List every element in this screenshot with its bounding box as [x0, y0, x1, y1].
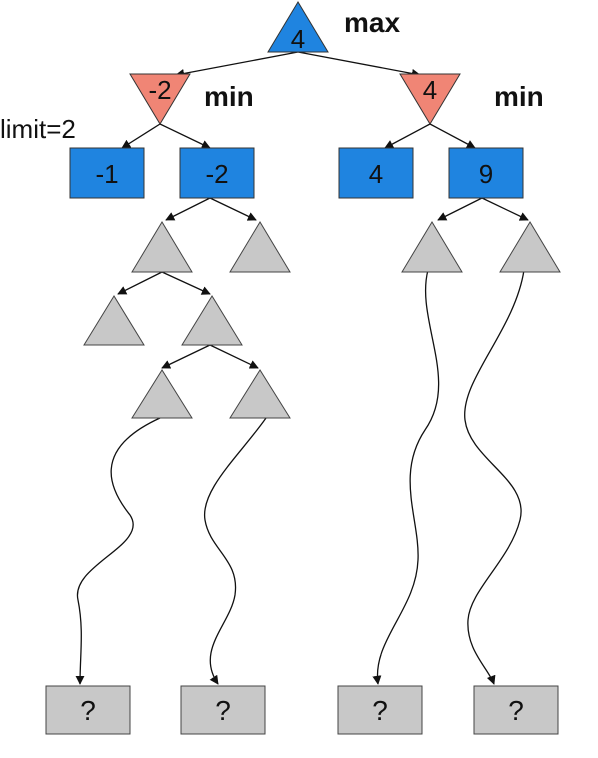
leaf-box-3: 4 [338, 147, 414, 199]
edge-tri-a-tri-f [161, 271, 211, 295]
leaf-value-1: -1 [95, 159, 118, 189]
leaf-value-4: 9 [479, 159, 493, 189]
subtree-triangle-d [499, 221, 561, 273]
wavy-path-1 [75, 417, 161, 685]
limit-label: limit=2 [0, 114, 76, 144]
edge-leaf4-tri-d [481, 197, 529, 221]
max-root-value: 4 [291, 24, 305, 54]
min-left-value: -2 [148, 75, 171, 105]
max-root-node: 4 [267, 1, 329, 54]
unexpanded-subtrees [83, 221, 561, 419]
subtree-triangle-c [401, 221, 463, 273]
edge-tri-f-tri-h [209, 344, 259, 369]
unknown-value-2: ? [215, 695, 231, 726]
wavy-path-3 [372, 269, 440, 685]
unknown-value-3: ? [372, 695, 388, 726]
edge-leaf2-tri-b [209, 197, 257, 221]
leaf-value-2: -2 [205, 159, 228, 189]
leaf-value-3: 4 [369, 159, 383, 189]
wavy-path-4 [464, 269, 525, 685]
edge-tri-f-tri-g [161, 344, 211, 369]
unknown-box-4: ? [473, 685, 559, 735]
min-left-node: -2 [129, 73, 191, 125]
edge-root-minleft [175, 51, 299, 78]
min-right-node: 4 [399, 73, 461, 125]
min-right-value: 4 [423, 75, 437, 105]
min-right-label: min [494, 81, 544, 112]
edge-minleft-leaf2 [159, 123, 211, 149]
min-left-label: min [204, 81, 254, 112]
subtree-triangle-a [131, 221, 193, 273]
unknown-box-2: ? [180, 685, 266, 735]
leaf-box-4: 9 [448, 147, 524, 199]
max-label: max [344, 7, 400, 38]
edge-minright-leaf4 [429, 123, 476, 149]
subtree-triangle-g [131, 369, 193, 419]
unknown-value-1: ? [80, 695, 96, 726]
unknown-box-3: ? [337, 685, 423, 735]
leaf-box-1: -1 [69, 147, 145, 199]
edge-minright-leaf3 [384, 123, 431, 149]
subtree-triangle-e [83, 295, 145, 346]
unknown-box-1: ? [45, 685, 131, 735]
wavy-path-2 [204, 417, 267, 685]
edge-minleft-leaf1 [121, 123, 161, 149]
subtree-triangle-b [229, 221, 291, 273]
edge-leaf2-tri-a [165, 197, 211, 221]
subtree-triangle-h [229, 369, 291, 419]
tree-edges [75, 51, 529, 685]
edge-leaf4-tri-c [437, 197, 483, 221]
edge-tri-a-tri-e [117, 271, 163, 295]
unknown-value-4: ? [508, 695, 524, 726]
edge-root-minright [297, 51, 421, 78]
leaf-box-2: -2 [179, 147, 255, 199]
subtree-triangle-f [181, 295, 243, 346]
